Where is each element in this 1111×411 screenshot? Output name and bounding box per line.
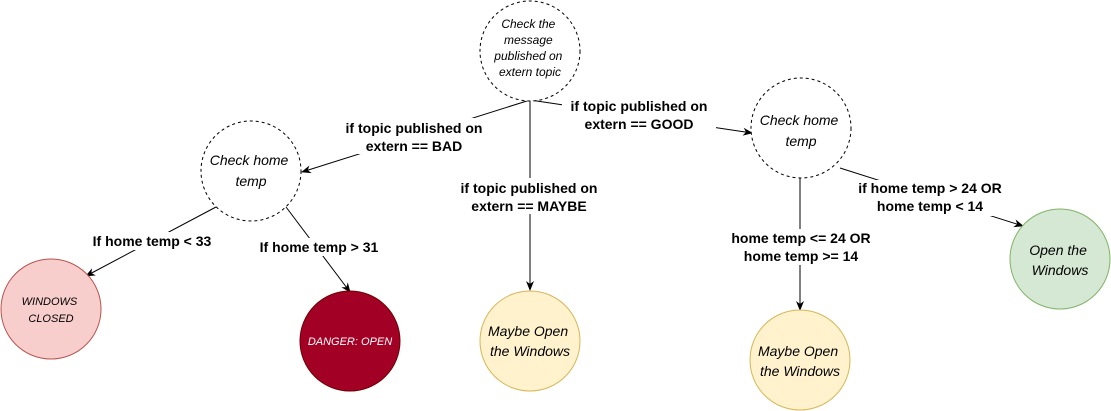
svg-text:Check home temp: Check home temp	[210, 152, 292, 189]
svg-text:Open the Windows: Open the Windows	[1029, 242, 1091, 278]
edge-lt33-label: If home temp < 33	[86, 232, 220, 250]
svg-text:Maybe Open the Windows: Maybe Open the Windows	[758, 343, 842, 379]
edge-gt31-label: If home temp > 31	[254, 238, 384, 256]
svg-text:Check home temp: Check home temp	[760, 112, 842, 149]
maybe-open-windows-right-node: Maybe Open the Windows	[749, 309, 851, 411]
maybe-open-windows-center-node: Maybe Open the Windows	[479, 290, 581, 392]
svg-text:WINDOWS CLOSED: WINDOWS CLOSED	[22, 296, 81, 325]
danger-open-node: DANGER: OPEN	[299, 290, 401, 392]
svg-text:Maybe Open the Windows: Maybe Open the Windows	[488, 323, 572, 359]
svg-text:If home temp < 33: If home temp < 33	[93, 233, 212, 249]
svg-text:Check the message: Check the message published on extern to…	[493, 17, 565, 79]
windows-closed-node: WINDOWS CLOSED	[0, 258, 102, 360]
check-home-temp-left-node: Check home temp	[200, 120, 302, 222]
root-decision-node: Check the message published on extern to…	[479, 0, 581, 102]
svg-text:If home temp > 31: If home temp > 31	[260, 239, 379, 255]
svg-text:DANGER: OPEN: DANGER: OPEN	[308, 336, 392, 348]
open-the-windows-node: Open the Windows	[1009, 208, 1111, 310]
check-home-temp-right-node: Check home temp	[750, 77, 852, 179]
